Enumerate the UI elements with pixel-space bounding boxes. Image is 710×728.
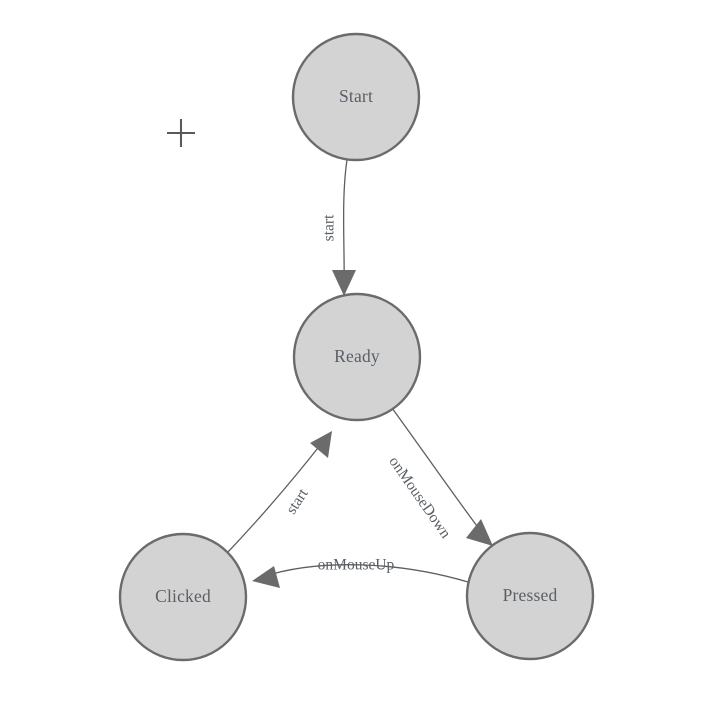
node-pressed[interactable]: Pressed — [465, 531, 595, 661]
edge-clicked-to-ready[interactable]: start — [227, 431, 332, 553]
edge-pressed-to-clicked[interactable]: onMouseUp — [252, 557, 469, 588]
arrow-head-icon — [466, 519, 493, 546]
node-label-ready: Ready — [334, 346, 380, 366]
edge-label-ready-to-pressed: onMouseDown — [385, 453, 454, 541]
crosshair-marker[interactable] — [167, 119, 195, 147]
edge-start-to-ready[interactable]: start — [321, 159, 356, 296]
node-circle — [292, 292, 422, 422]
node-start[interactable]: Start — [291, 32, 421, 162]
edge-line — [342, 159, 348, 287]
node-circle — [465, 531, 595, 661]
edge-label-start-to-ready: start — [321, 214, 338, 241]
edge-label-pressed-to-clicked: onMouseUp — [318, 557, 395, 574]
node-label-clicked: Clicked — [155, 586, 211, 606]
edge-line — [261, 564, 469, 583]
node-clicked[interactable]: Clicked — [118, 532, 248, 662]
node-label-pressed: Pressed — [503, 585, 558, 605]
arrow-head-icon — [332, 270, 356, 296]
node-circle — [118, 532, 248, 662]
edge-ready-to-pressed[interactable]: onMouseDown — [385, 407, 493, 546]
node-ready[interactable]: Ready — [292, 292, 422, 422]
edge-label-clicked-to-ready: start — [283, 485, 312, 517]
edge-line — [227, 438, 326, 553]
node-circle — [291, 32, 421, 162]
arrow-head-icon — [252, 566, 280, 588]
node-label-start: Start — [339, 86, 373, 106]
edge-line — [391, 407, 487, 539]
nodes-layer: Start Ready Clicked Pressed — [118, 32, 595, 662]
arrow-head-icon — [310, 431, 332, 458]
